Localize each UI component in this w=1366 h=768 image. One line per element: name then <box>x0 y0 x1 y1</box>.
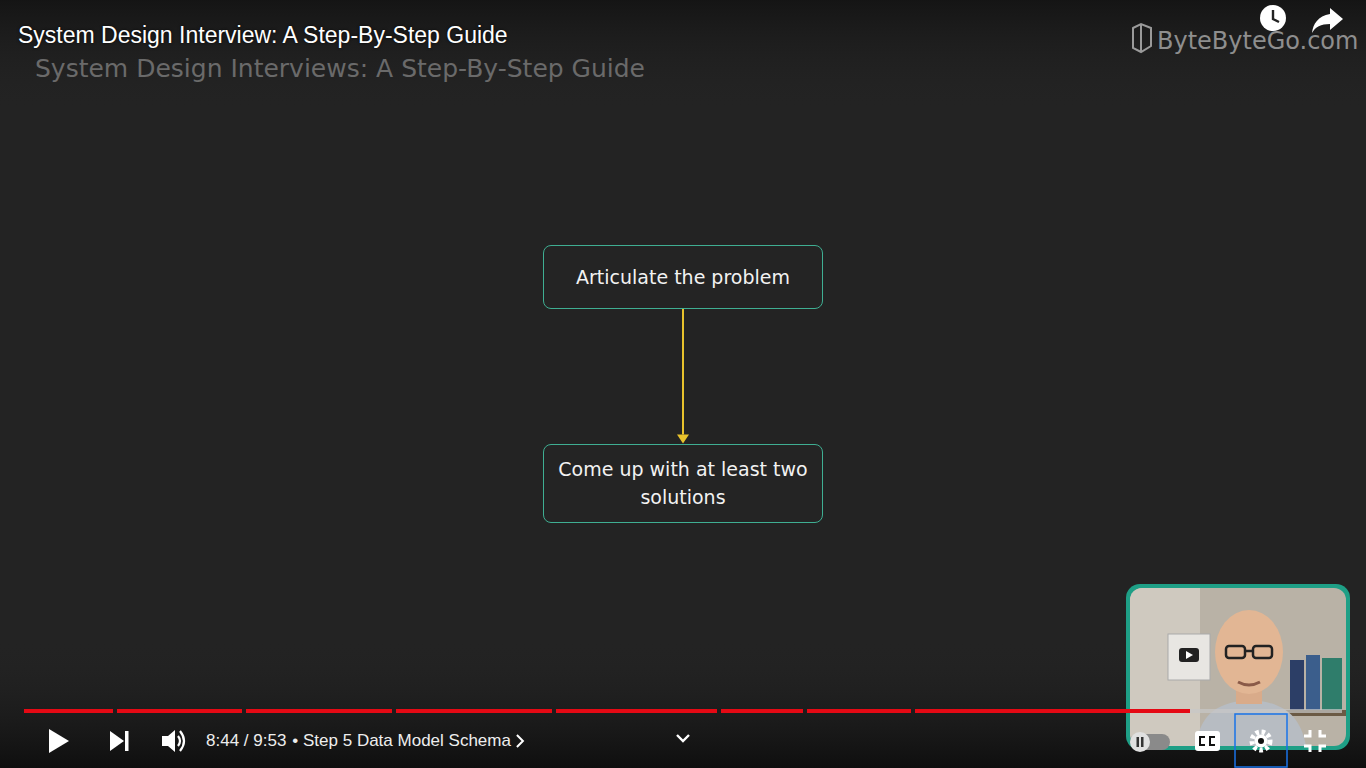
box-text: Come up with at least two solutions <box>544 455 822 511</box>
autoplay-toggle <box>1130 732 1170 752</box>
chapter-chevron <box>517 735 523 747</box>
chapter-title: • Step 5 Data Model Schema <box>292 731 511 751</box>
flow-arrow <box>677 309 689 444</box>
progress-bar <box>24 709 1342 713</box>
captions-icon <box>1195 731 1220 751</box>
slide-title: System Design Interviews: A Step-By-Step… <box>35 54 645 83</box>
settings-gear <box>1252 732 1270 750</box>
exit-fullscreen-icon <box>1304 730 1326 752</box>
process-box: Articulate the problem <box>543 245 823 309</box>
top-shade <box>0 0 1366 110</box>
arrow-head <box>677 435 689 444</box>
process-box: Come up with at least two solutions <box>543 444 823 523</box>
watermark: ByteByteGo.com <box>1157 27 1358 55</box>
webcam-overlay <box>1126 584 1350 750</box>
focus-ring <box>1235 714 1287 767</box>
volume-icon <box>162 730 184 752</box>
time-display: 8:44 / 9:53 <box>206 731 286 751</box>
expand-chevron <box>677 735 689 741</box>
logo-icon <box>1133 24 1151 52</box>
play-icon <box>49 729 69 753</box>
video-title: System Design Interview: A Step-By-Step … <box>18 22 508 49</box>
box-text: Articulate the problem <box>562 263 804 291</box>
next-icon <box>110 731 129 751</box>
